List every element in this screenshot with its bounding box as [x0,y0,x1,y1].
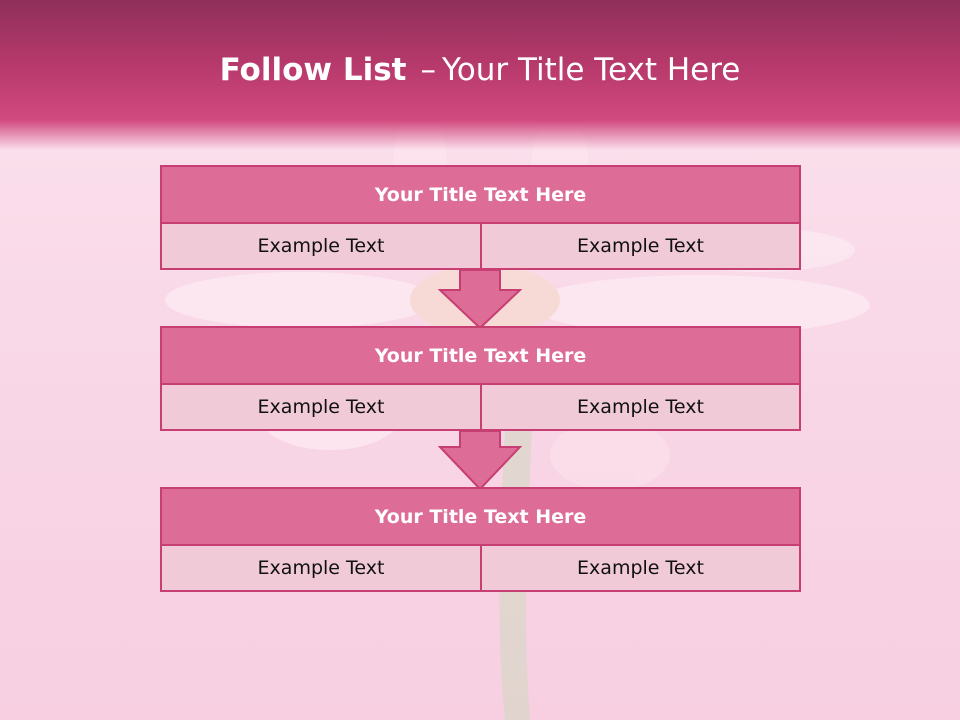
down-arrow-1 [438,270,522,330]
down-arrow-2 [438,431,522,491]
slide-header: Follow List–Your Title Text Here [0,0,960,150]
step-box-2: Your Title Text Here Example Text Exampl… [160,326,801,431]
step-title-3: Your Title Text Here [162,489,799,544]
step-box-1: Your Title Text Here Example Text Exampl… [160,165,801,270]
step-1-right-text: Example Text [482,224,799,268]
step-2-right-text: Example Text [482,385,799,429]
step-box-3: Your Title Text Here Example Text Exampl… [160,487,801,592]
slide-title-bold: Follow List [219,52,407,88]
step-title-2: Your Title Text Here [162,328,799,383]
slide-title: Follow List–Your Title Text Here [0,52,960,88]
step-1-left-text: Example Text [162,224,480,268]
step-3-left-text: Example Text [162,546,480,590]
step-title-1: Your Title Text Here [162,167,799,222]
step-2-left-text: Example Text [162,385,480,429]
slide-title-dash: – [420,52,436,88]
slide-title-rest: Your Title Text Here [441,52,741,88]
step-3-right-text: Example Text [482,546,799,590]
